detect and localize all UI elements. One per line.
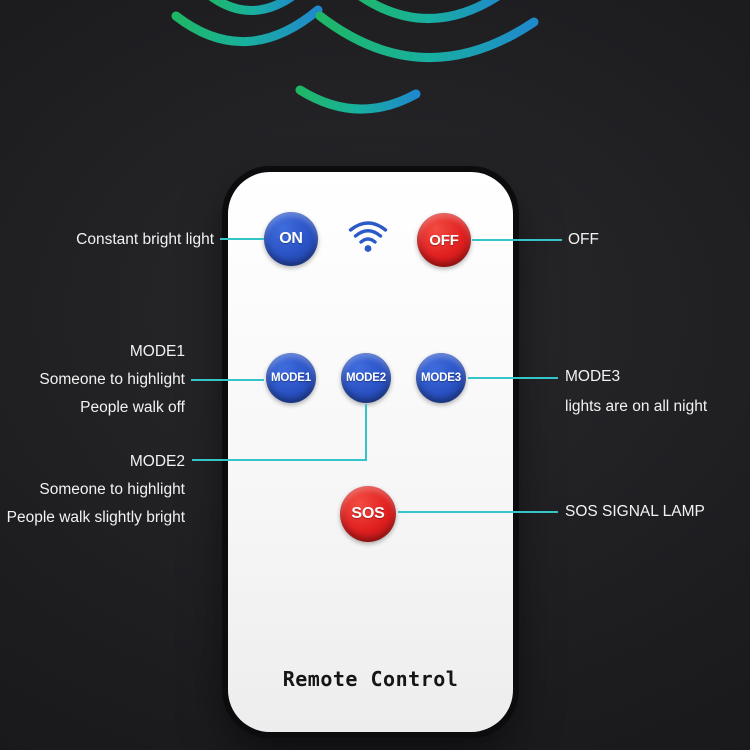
sos-button[interactable]: SOS — [340, 486, 396, 542]
wave-arc — [171, 5, 323, 47]
annotation-line-mode1 — [191, 379, 264, 381]
annotation-constant-bright-light: Constant bright light — [76, 231, 214, 248]
wave-arc — [358, 0, 500, 23]
annotation-line-mode3 — [468, 377, 558, 379]
annotation-line-mode2-horizontal — [192, 459, 367, 461]
on-button[interactable]: ON — [264, 212, 318, 266]
wave-arc — [295, 85, 421, 114]
annotation-sos-signal-lamp: SOS SIGNAL LAMP — [565, 503, 705, 520]
wifi-icon — [348, 221, 388, 252]
signal-waves-decoration — [171, 0, 539, 114]
annotation-mode2-line2: Someone to highlight — [39, 481, 185, 498]
annotation-mode3-line1: MODE3 — [565, 368, 621, 385]
mode1-button[interactable]: MODE1 — [266, 353, 316, 403]
annotation-mode3: MODE3 lights are on all night — [565, 362, 707, 422]
annotation-mode1-line1: MODE1 — [129, 343, 185, 360]
annotation-line-off — [472, 239, 562, 241]
remote-control: ON OFF MODE1 MODE2 MODE3 SOS Remote Cont… — [228, 172, 513, 732]
off-button[interactable]: OFF — [417, 213, 471, 267]
annotation-line-on — [220, 238, 264, 240]
annotation-mode2-line1: MODE2 — [129, 453, 185, 470]
remote-label: Remote Control — [282, 667, 459, 691]
wave-arc — [315, 11, 539, 62]
mode2-button[interactable]: MODE2 — [341, 353, 391, 403]
annotation-line-sos — [398, 511, 558, 513]
annotation-mode2-line3: People walk slightly bright — [6, 509, 185, 526]
annotation-mode2: MODE2 Someone to highlight People walk s… — [7, 448, 185, 532]
annotation-line-mode2-vertical — [365, 404, 367, 461]
annotation-mode3-line2: lights are on all night — [565, 398, 708, 415]
annotation-mode1-line3: People walk off — [80, 399, 185, 416]
annotation-off: OFF — [568, 231, 599, 248]
annotation-mode1-line2: Someone to highlight — [39, 371, 185, 388]
mode3-button[interactable]: MODE3 — [416, 353, 466, 403]
wave-arc — [208, 0, 295, 15]
annotation-mode1: MODE1 Someone to highlight People walk o… — [39, 338, 185, 422]
